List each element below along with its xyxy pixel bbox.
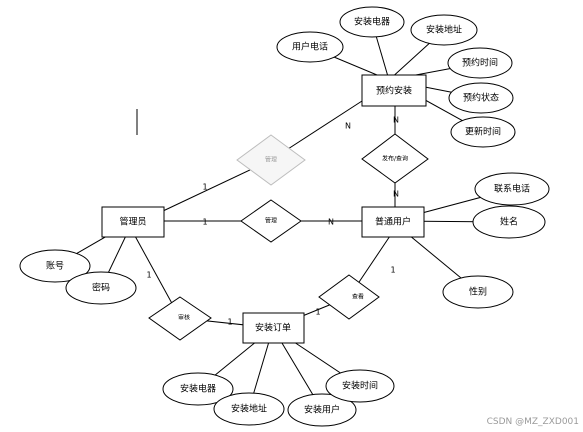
svg-text:安装地址: 安装地址 <box>231 403 267 415</box>
cardinality-order-view: 1 <box>315 308 320 317</box>
cardinality-user-view: 1 <box>390 266 395 275</box>
cardinality-user-handle: N <box>328 218 334 227</box>
svg-text:联系电话: 联系电话 <box>494 183 530 195</box>
attr-user-gender: 性别 <box>442 275 514 309</box>
svg-text:安装用户: 安装用户 <box>304 404 340 416</box>
svg-text:审核: 审核 <box>178 314 190 322</box>
svg-text:账号: 账号 <box>46 261 64 272</box>
attr-appointment-time: 预约时间 <box>447 47 513 79</box>
attr-appointment-status: 预约状态 <box>448 82 514 114</box>
attr-order-user: 安装用户 <box>287 393 357 427</box>
relationship-view: 查看 <box>318 274 380 320</box>
svg-text:预约状态: 预约状态 <box>463 92 499 104</box>
attr-appointment-address: 安装地址 <box>410 14 478 46</box>
cardinality-appointment-manage: N <box>345 122 351 131</box>
attr-appointment-phone: 用户电话 <box>276 31 344 63</box>
attr-appointment-appliance: 安装电器 <box>339 6 405 38</box>
svg-text:安装时间: 安装时间 <box>342 380 378 392</box>
svg-text:密码: 密码 <box>92 282 110 294</box>
cardinality-admin-handle: 1 <box>202 218 207 227</box>
svg-text:预约安装: 预约安装 <box>376 85 412 97</box>
svg-text:用户电话: 用户电话 <box>292 41 328 53</box>
svg-text:安装电器: 安装电器 <box>180 383 216 395</box>
attr-admin-account: 账号 <box>19 249 91 283</box>
attr-user-phone: 联系电话 <box>474 172 550 206</box>
svg-text:管理: 管理 <box>265 156 277 164</box>
attr-user-name: 姓名 <box>472 205 546 239</box>
attr-order-address: 安装地址 <box>213 392 285 426</box>
attr-admin-password: 密码 <box>65 271 137 305</box>
relationship-handle: 管理 <box>240 199 302 243</box>
entity-user: 普通用户 <box>361 206 425 238</box>
entity-appointment: 预约安装 <box>361 74 427 107</box>
cardinality-labels: N 1 1 N N N 1 1 1 1 <box>146 116 399 327</box>
cardinality-admin-review: 1 <box>146 271 151 280</box>
svg-text:安装地址: 安装地址 <box>426 24 462 36</box>
svg-text:管理: 管理 <box>265 217 277 225</box>
attr-appointment-updated: 更新时间 <box>450 116 516 148</box>
relationship-manage: 管理 <box>236 134 306 186</box>
attr-order-time: 安装时间 <box>325 369 395 403</box>
svg-text:性别: 性别 <box>469 286 487 298</box>
cardinality-user-publish: N <box>393 190 399 199</box>
svg-text:安装订单: 安装订单 <box>255 322 291 334</box>
svg-text:普通用户: 普通用户 <box>375 216 411 228</box>
svg-text:查看: 查看 <box>352 293 364 301</box>
watermark: CSDN @MZ_ZXD001 <box>487 417 579 427</box>
svg-text:更新时间: 更新时间 <box>465 126 501 138</box>
svg-text:管理员: 管理员 <box>119 216 146 228</box>
svg-text:姓名: 姓名 <box>500 216 518 228</box>
cardinality-appointment-publish: N <box>393 116 399 125</box>
svg-text:发布/查询: 发布/查询 <box>382 155 408 163</box>
attr-order-appliance: 安装电器 <box>162 372 234 406</box>
entity-order: 安装订单 <box>242 312 305 344</box>
svg-text:预约时间: 预约时间 <box>462 57 498 69</box>
relationship-review: 审核 <box>148 296 212 341</box>
svg-text:安装电器: 安装电器 <box>354 16 390 28</box>
relationship-publish-query: 发布/查询 <box>361 133 429 184</box>
cardinality-order-review: 1 <box>227 318 232 327</box>
cardinality-admin-manage: 1 <box>202 183 207 192</box>
entity-admin: 管理员 <box>101 206 165 238</box>
